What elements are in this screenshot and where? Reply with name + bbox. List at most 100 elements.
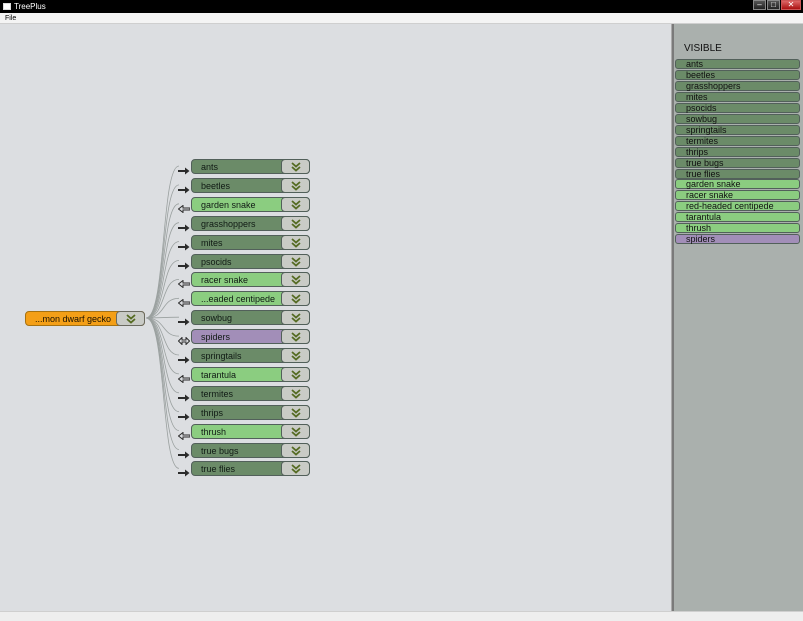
visible-list-item[interactable]: red-headed centipede (675, 201, 800, 212)
expand-button[interactable] (281, 348, 310, 363)
visible-list-item[interactable]: sowbug (675, 113, 800, 124)
tree-edge (145, 317, 180, 469)
expand-button[interactable] (281, 423, 310, 439)
window-title: TreePlus (14, 2, 46, 11)
visible-list-item-label: thrush (686, 223, 712, 234)
tree-node-label: racer snake (201, 275, 249, 286)
visible-list-item[interactable]: beetles (675, 69, 800, 80)
tree-node-label: mites (201, 237, 223, 248)
expand-button[interactable] (281, 215, 310, 231)
double-chevron-down-icon (291, 389, 301, 399)
arrow-left-icon (177, 427, 191, 441)
visible-list-item[interactable]: true flies (675, 168, 800, 179)
tree-node[interactable]: psocids (191, 253, 310, 269)
expand-button[interactable] (281, 159, 310, 174)
visible-list-item[interactable]: garden snake (675, 179, 800, 190)
tree-node-label: spiders (201, 332, 231, 343)
expand-button[interactable] (281, 234, 310, 250)
arrow-both-icon (177, 332, 191, 346)
root-node-label: ...mon dwarf gecko (35, 314, 112, 324)
expand-button[interactable] (281, 196, 310, 212)
expand-button[interactable] (281, 442, 310, 458)
visible-list-item-label: spiders (686, 234, 716, 245)
tree-node-label: true flies (201, 464, 236, 475)
arrow-right-icon (178, 408, 190, 421)
tree-node-label: ants (201, 162, 219, 172)
visible-list-item[interactable]: grasshoppers (675, 80, 800, 91)
root-node[interactable]: ...mon dwarf gecko (25, 311, 145, 326)
visible-list-item[interactable]: thrips (675, 146, 800, 157)
tree-edge (145, 317, 180, 356)
tree-node[interactable]: sowbug (191, 310, 310, 326)
tree-canvas[interactable]: ...mon dwarf gecko ants beetles garden sna… (0, 24, 671, 611)
maximize-button[interactable]: □ (767, 0, 780, 10)
arrow-left-icon (177, 370, 191, 384)
panel-divider[interactable] (671, 24, 674, 611)
visible-list-item[interactable]: tarantula (675, 212, 800, 223)
double-chevron-down-icon (291, 237, 301, 248)
expand-button[interactable] (281, 272, 310, 288)
tree-node[interactable]: true bugs (191, 442, 310, 458)
expand-button[interactable] (281, 366, 310, 382)
tree-node[interactable]: thrush (191, 423, 310, 439)
tree-node[interactable]: racer snake (191, 272, 310, 288)
visible-list-item[interactable]: termites (675, 135, 800, 146)
expand-button[interactable] (281, 385, 310, 401)
visible-list-item-label: tarantula (686, 212, 722, 223)
tree-node[interactable]: true flies (191, 461, 310, 477)
root-expand-button[interactable] (116, 311, 145, 326)
tree-node[interactable]: grasshoppers (191, 215, 310, 231)
visible-list-item[interactable]: true bugs (675, 157, 800, 168)
visible-list-item[interactable]: spiders (675, 234, 800, 245)
visible-list-item-label: racer snake (686, 190, 734, 201)
close-button[interactable]: ✕ (781, 0, 801, 10)
tree-node[interactable]: termites (191, 385, 310, 401)
tree-node[interactable]: ...eaded centipede (191, 291, 310, 307)
double-chevron-down-icon (291, 408, 301, 418)
tree-node[interactable]: thrips (191, 404, 310, 420)
tree-node-label: sowbug (201, 313, 233, 324)
double-chevron-down-icon (291, 445, 301, 456)
arrow-right-icon (178, 464, 190, 477)
tree-node-label: grasshoppers (201, 218, 256, 229)
expand-button[interactable] (281, 404, 310, 420)
arrow-right-icon (178, 389, 190, 402)
expand-button[interactable] (281, 253, 310, 269)
double-chevron-down-icon (291, 332, 301, 342)
arrow-right-icon (178, 181, 190, 194)
menu-file[interactable]: File (5, 15, 17, 22)
tree-node-label: true bugs (201, 445, 239, 456)
visible-list-item[interactable]: springtails (675, 124, 800, 135)
tree-edge (145, 279, 180, 319)
visible-list-item-label: beetles (686, 69, 716, 80)
tree-node[interactable]: mites (191, 234, 310, 250)
visible-list-item[interactable]: ants (675, 59, 800, 69)
double-chevron-down-icon (291, 370, 301, 380)
tree-edge (145, 222, 180, 319)
visible-list-item-label: true flies (686, 168, 721, 179)
minimize-button[interactable]: – (753, 0, 766, 10)
double-chevron-down-icon (291, 294, 301, 304)
expand-button[interactable] (281, 461, 310, 477)
visible-list-item[interactable]: thrush (675, 223, 800, 234)
double-chevron-down-icon (291, 162, 301, 172)
tree-node[interactable]: garden snake (191, 196, 310, 212)
tree-edge (145, 317, 180, 375)
visible-list-item[interactable]: mites (675, 91, 800, 102)
tree-node[interactable]: ants (191, 159, 310, 174)
visible-list-item-label: psocids (686, 102, 717, 113)
tree-node[interactable]: beetles (191, 177, 310, 193)
tree-node-label: thrush (201, 426, 227, 437)
tree-node[interactable]: tarantula (191, 366, 310, 382)
expand-button[interactable] (281, 177, 310, 193)
tree-node[interactable]: springtails (191, 348, 310, 363)
visible-list-item[interactable]: racer snake (675, 190, 800, 201)
tree-node[interactable]: spiders (191, 329, 310, 345)
visible-list-item[interactable]: psocids (675, 102, 800, 113)
expand-button[interactable] (281, 291, 310, 307)
arrow-left-icon (177, 294, 191, 308)
expand-button[interactable] (281, 310, 310, 326)
status-bar (0, 611, 803, 621)
expand-button[interactable] (281, 329, 310, 345)
